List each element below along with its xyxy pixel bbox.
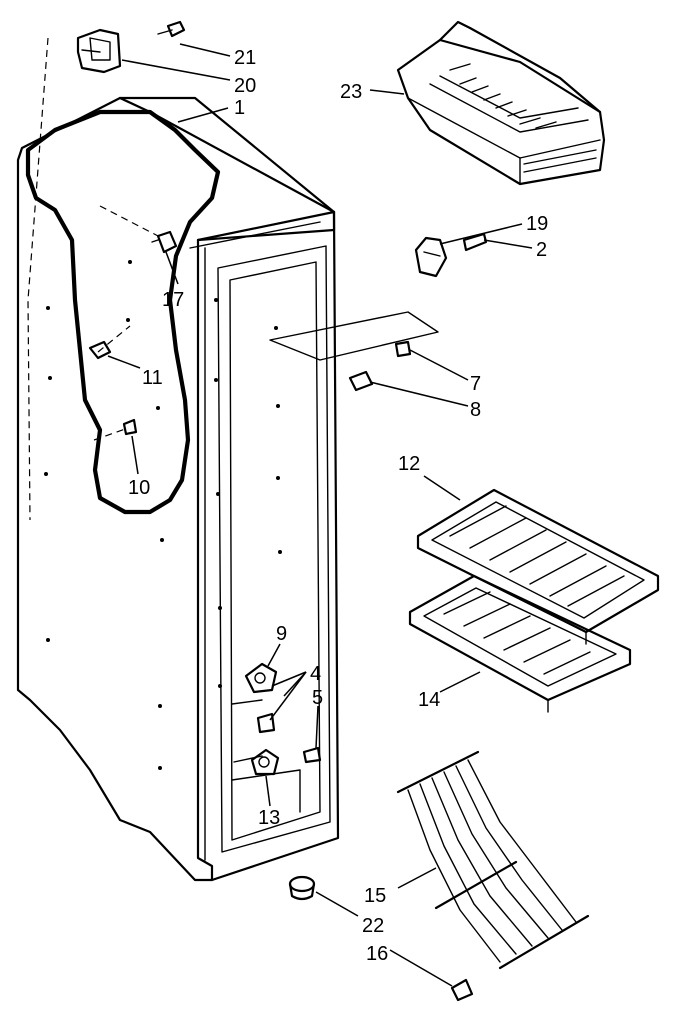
shelf-14 <box>408 574 632 713</box>
freezer-liner <box>16 96 340 882</box>
callout-2: 2 <box>536 239 547 261</box>
callout-11: 11 <box>142 367 163 389</box>
callout-4: 4 <box>310 663 321 685</box>
assembly-line-10 <box>93 427 129 441</box>
light-socket <box>414 236 448 278</box>
bracket-9 <box>244 662 278 694</box>
callout-16: 16 <box>366 943 388 965</box>
callout-10: 10 <box>128 477 150 499</box>
callout-17: 17 <box>162 289 184 311</box>
hinge-13 <box>250 748 280 776</box>
leader-lines <box>107 43 533 987</box>
shelf-12 <box>416 488 660 645</box>
cap-22 <box>288 875 316 901</box>
screw-21 <box>157 20 186 38</box>
assembly-line-bracket <box>99 205 163 239</box>
assembly-line-left <box>27 37 49 521</box>
screw-10 <box>122 418 138 436</box>
callout-15: 15 <box>364 885 386 907</box>
callout-12: 12 <box>398 453 420 475</box>
callout-23: 23 <box>340 81 362 103</box>
screw-5 <box>302 746 322 764</box>
insulation-cutaway <box>25 109 221 515</box>
callout-20: 20 <box>234 75 256 97</box>
wire-rack-15 <box>396 750 590 970</box>
screw-11 <box>88 340 112 360</box>
callout-7: 7 <box>470 373 481 395</box>
clip-17 <box>151 230 178 254</box>
ice-bin <box>396 20 606 186</box>
damper-bracket <box>76 28 122 74</box>
light-shield <box>269 311 439 392</box>
stop-16 <box>450 978 474 1002</box>
callout-5: 5 <box>312 687 323 709</box>
callout-21: 21 <box>234 47 256 69</box>
callout-14: 14 <box>418 689 440 711</box>
bracket-4 <box>256 712 276 734</box>
bulb-2 <box>462 232 488 252</box>
callout-13: 13 <box>258 807 280 829</box>
callout-19: 19 <box>526 213 548 235</box>
callout-9: 9 <box>276 623 287 645</box>
callout-labels: 21 20 1 23 19 2 17 11 7 8 10 12 9 4 5 14… <box>128 47 548 965</box>
callout-1: 1 <box>234 97 245 119</box>
assembly-line-11 <box>97 325 131 353</box>
callout-8: 8 <box>470 399 481 421</box>
callout-22: 22 <box>362 915 384 937</box>
